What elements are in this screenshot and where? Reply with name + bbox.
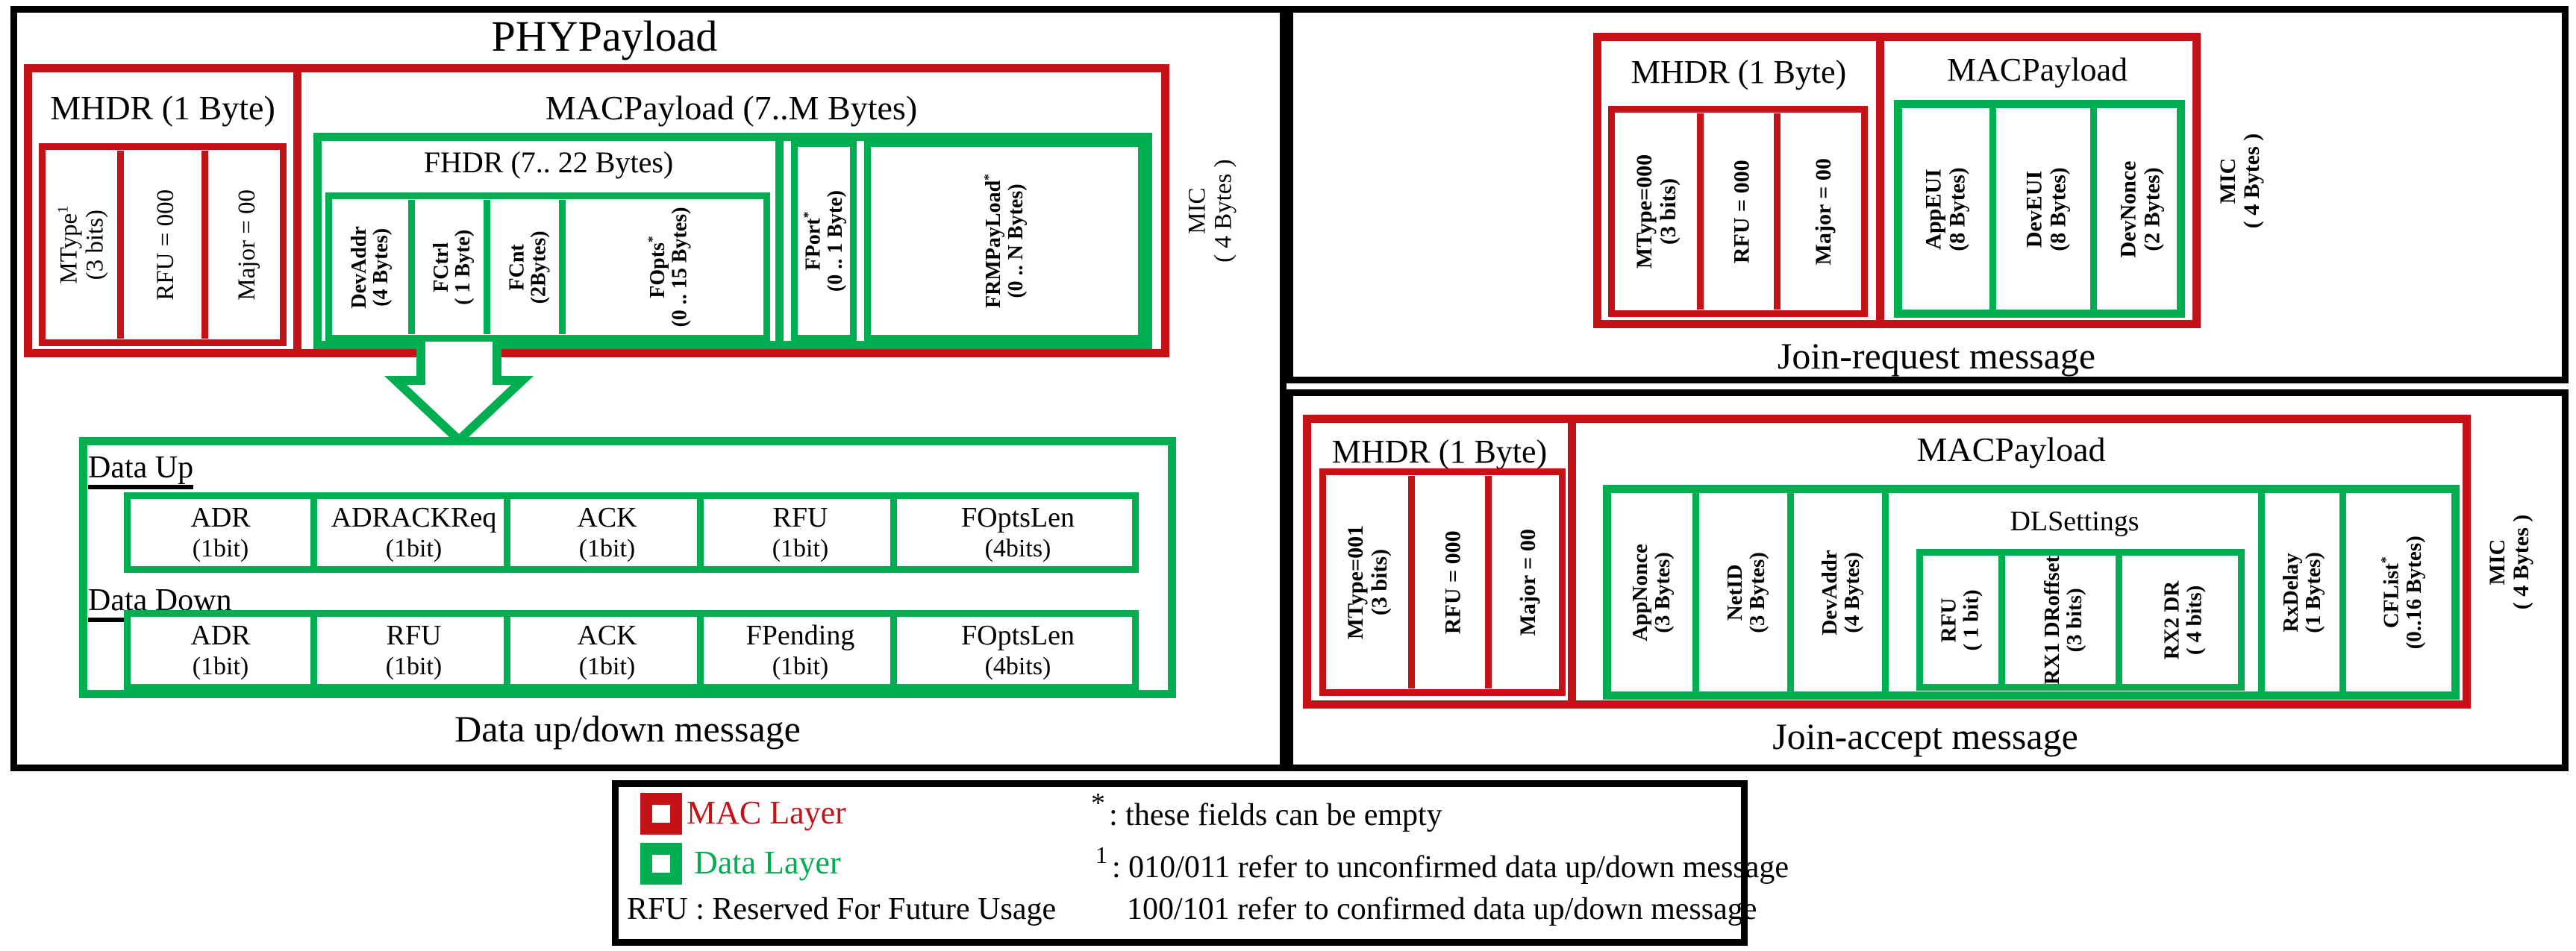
mac-layer-legend-label: MAC Layer [687,794,846,831]
cell-size: (1bit) [772,535,829,563]
cell-size: (1bit) [772,653,829,681]
join-accept-dlsettings-field-rx2dr: RX2 DR ( 4 bits) [2129,556,2238,684]
star-footnote-note: : these fields can be empty [1109,798,1442,832]
join-accept-caption: Join-accept message [1772,715,2078,757]
mtype-footnote-line2: 100/101 refer to confirmed data up/down … [1127,892,1757,926]
join-request-field-deveui: DevEUI (8 Bytes) [2003,108,2097,310]
cell-size: (1bit) [385,535,443,563]
phy-fhdr-field-fcnt: FCnt (2Bytes) [497,200,566,334]
join-accept-field-appnonce: AppNonce (3 Bytes) [1611,493,1699,691]
phy-fhdr-field-devaddr: DevAddr (4 Bytes) [333,200,415,334]
phy-mhdr-field-rfu: RFU = 000 [131,151,208,339]
mac-layer-swatch-icon [640,793,682,835]
cell-size: (1bit) [192,653,249,681]
cell-size: (1bit) [578,653,636,681]
data-layer-swatch-icon [640,843,682,885]
join-accept-field-netid: NetID (3 Bytes) [1706,493,1794,691]
phy-fhdr-field-fctrl: FCtrl ( 1 Byte) [422,200,490,334]
cell-name: ADR [190,501,251,533]
data-down-cell-adr: ADR (1bit) [131,617,317,684]
join-accept-field-rxdelay: RxDelay (1 Bytes) [2258,493,2346,691]
data-up-cell-ack: ACK (1bit) [517,499,704,566]
cell-name: ACK [577,501,637,533]
star-footnote-symbol: * [1091,788,1105,819]
join-request-field-rfu: RFU = 000 [1710,113,1781,310]
data-up-cell-foptslen: FOptsLen (4bits) [904,499,1132,566]
join-request-field-major: Major = 00 [1787,113,1860,310]
phy-fhdr-field-fopts: FOpts* (0 .. 15 Bytes) [572,200,763,334]
fctrl-expand-arrow [384,337,534,442]
legend-box [612,780,1748,946]
join-accept-field-devaddr: DevAddr (4 Bytes) [1801,493,1889,691]
join-request-field-mtype: MType=000 (3 bits) [1616,113,1704,310]
cell-name: FOptsLen [961,619,1075,651]
cell-size: (1bit) [385,653,443,681]
rfu-legend-note: RFU : Reserved For Future Usage [627,892,1057,926]
join-accept-mic-field: MIC ( 4 Bytes ) [2463,415,2548,709]
join-request-field-appeui: AppEUI (8 Bytes) [1902,108,1996,310]
mtype-footnote-symbol: 1 [1095,841,1107,868]
data-up-cell-adrackreq: ADRACKReq (1bit) [324,499,510,566]
data-down-cell-foptslen: FOptsLen (4bits) [904,617,1132,684]
join-accept-dlsettings-field-rx1droffset: RX1 DRoffset (3 bits) [2012,556,2122,684]
join-accept-field-rfu: RFU = 000 [1422,476,1492,688]
join-accept-field-major: Major = 00 [1498,476,1558,688]
join-request-caption: Join-request message [1777,335,2096,377]
join-request-field-devnonce: DevNonce (2 Bytes) [2104,108,2177,310]
data-layer-legend-label: Data Layer [694,844,841,881]
data-message-caption: Data up/down message [454,708,801,750]
cell-size: (4bits) [984,653,1051,681]
cell-name: FPending [745,619,855,651]
data-down-cell-fpending: FPending (1bit) [710,617,897,684]
join-request-mic-field: MIC ( 4 Bytes ) [2192,33,2280,328]
data-down-cell-ack: ACK (1bit) [517,617,704,684]
cell-name: ACK [577,619,637,651]
join-accept-dlsettings-field-rfu: RFU ( 1 bit) [1923,556,2005,684]
phy-mhdr-field-major: Major = 00 [215,151,279,339]
cell-size: (1bit) [578,535,636,563]
cell-name: ADRACKReq [331,501,497,533]
mtype-footnote-line1: : 010/011 refer to unconfirmed data up/d… [1112,850,1789,885]
data-down-cell-rfu: RFU (1bit) [324,617,510,684]
phy-mhdr-field-mtype: MType1 (3 bits) [46,151,124,339]
phy-macpayload-field-fport: FPort* (0 .. 1 Byte) [791,140,857,342]
phy-mic-field: MIC ( 4 Bytes ) [1161,64,1252,357]
data-up-subheading: Data Up [88,452,194,489]
join-accept-field-cflist: CFList* (0..16 Bytes) [2353,493,2451,691]
join-accept-field-mtype: MType=001 (3 bits) [1327,476,1415,688]
cell-name: ADR [190,619,251,651]
cell-size: (4bits) [984,535,1051,563]
cell-name: RFU [386,619,442,651]
cell-name: FOptsLen [961,501,1075,533]
data-up-cell-rfu: RFU (1bit) [710,499,897,566]
data-up-cell-adr: ADR (1bit) [131,499,317,566]
phy-macpayload-field-frmpayload: FRMPayLoad* (0 .. N Bytes) [864,140,1145,342]
cell-name: RFU [772,501,828,533]
cell-size: (1bit) [192,535,249,563]
